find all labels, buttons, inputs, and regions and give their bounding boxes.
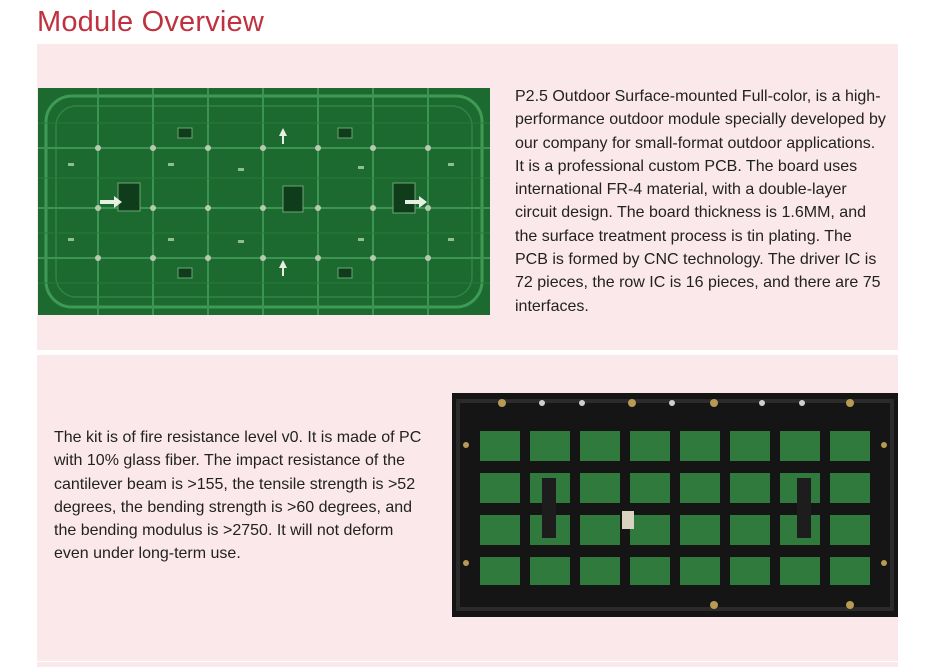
pcb-board-image: [38, 88, 490, 315]
page-title: Module Overview: [37, 6, 265, 38]
pcb-description: P2.5 Outdoor Surface-mounted Full-color,…: [515, 88, 886, 315]
led-module-back-image: [452, 393, 898, 617]
section-divider: [37, 662, 898, 667]
kit-description: The kit is of fire resistance level v0. …: [54, 429, 422, 563]
